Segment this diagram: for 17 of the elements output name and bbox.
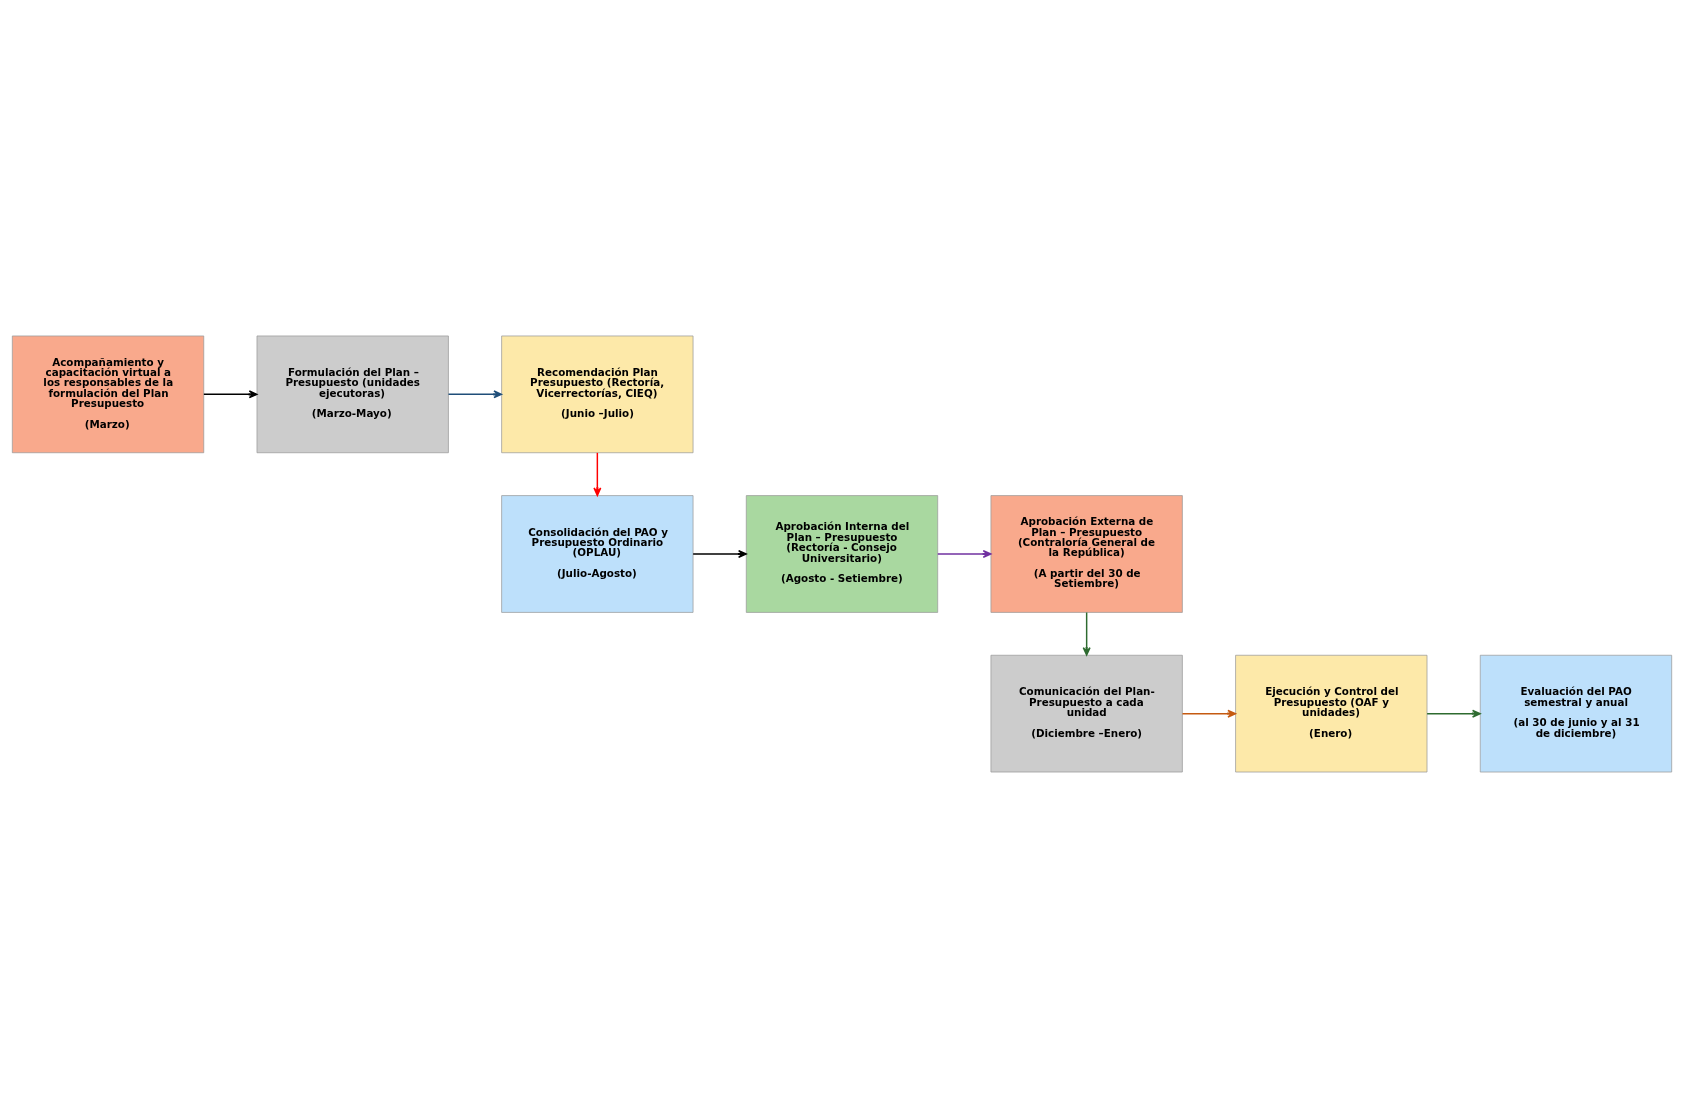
node-box: Evaluación del PAO semestral y anual (al 30 de junio y al 31 de diciembre) (1479, 654, 1673, 773)
node-box: Acompañamiento y capacitación virtual a los responsables de la formulación del Plan Presupuesto (Marzo) (11, 335, 205, 454)
node-box: Consolidación del PAO y Presupuesto Ordinario (OPLAU) (Julio-Agosto) (501, 495, 694, 613)
node-box: Aprobación Externa de Plan – Presupuesto (Contraloría General de la República) (A partir del 30 de Setiembre) (990, 495, 1183, 613)
arrow (937, 549, 992, 559)
arrow (1426, 709, 1481, 718)
arrow (1082, 611, 1091, 656)
node-box: Comunicación del Plan- Presupuesto a cada unidad (Diciembre –Enero) (990, 654, 1183, 773)
node-box: Formulación del Plan – Presupuesto (unidades ejecutoras) (Marzo-Mayo) (256, 335, 449, 454)
node-box: Ejecución y Control del Presupuesto (OAF y unidades) (Enero) (1235, 654, 1428, 773)
arrow (203, 390, 258, 399)
arrow (692, 549, 747, 559)
arrow (1181, 709, 1237, 718)
node-box: Recomendación Plan Presupuesto (Rectoría, Vicerrectorías, CIEQ) (Junio –Julio) (501, 335, 694, 454)
arrow (593, 452, 602, 497)
node-box: Aprobación Interna del Plan – Presupuesto (Rectoría - Consejo Universitario) (Agosto - Setiembre) (745, 495, 939, 613)
arrow (447, 390, 503, 399)
